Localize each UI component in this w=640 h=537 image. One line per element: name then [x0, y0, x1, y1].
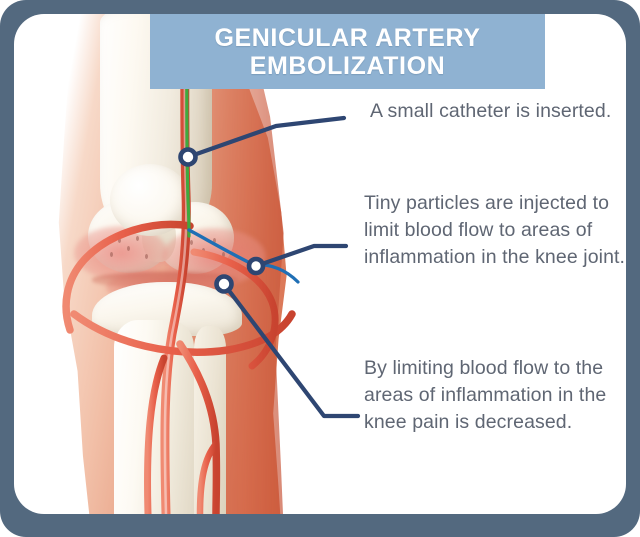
- inflammation-speck: [127, 246, 130, 251]
- superior-medial-genicular-artery: [62, 220, 194, 334]
- title-line-2: EMBOLIZATION: [249, 51, 446, 80]
- artery-highlight: [163, 14, 188, 514]
- knee-anatomy-illustration: [14, 14, 314, 514]
- page-title: GENICULAR ARTERY EMBOLIZATION: [214, 24, 480, 80]
- joint-space: [92, 272, 238, 288]
- title-line-1: GENICULAR ARTERY: [214, 23, 481, 52]
- annotation-catheter-insertion: A small catheter is inserted.: [370, 100, 612, 122]
- vascular-overlay: [62, 14, 300, 514]
- popliteal-artery: [160, 14, 191, 514]
- title-banner: GENICULAR ARTERY EMBOLIZATION: [150, 14, 545, 89]
- posterior-tibial-artery: [144, 354, 168, 514]
- inflammation-speck: [136, 236, 139, 241]
- catheter-blue-branch-upper: [187, 228, 254, 266]
- annotation-pain-reduction: By limiting blood flow to the areas of i…: [364, 357, 607, 433]
- inflammation-speck: [145, 254, 148, 259]
- inflammation-speck: [110, 252, 113, 257]
- inflammation-speck: [118, 238, 121, 243]
- inflammation-speck: [213, 238, 216, 243]
- inflammation-speck: [222, 252, 225, 257]
- annotation-particle-injection: Tiny particles are injected to limit blo…: [364, 192, 626, 268]
- inflammation-speck: [190, 240, 193, 245]
- peroneal-artery: [196, 440, 220, 514]
- inner-card: GENICULAR ARTERY EMBOLIZATION A small ca…: [14, 14, 626, 514]
